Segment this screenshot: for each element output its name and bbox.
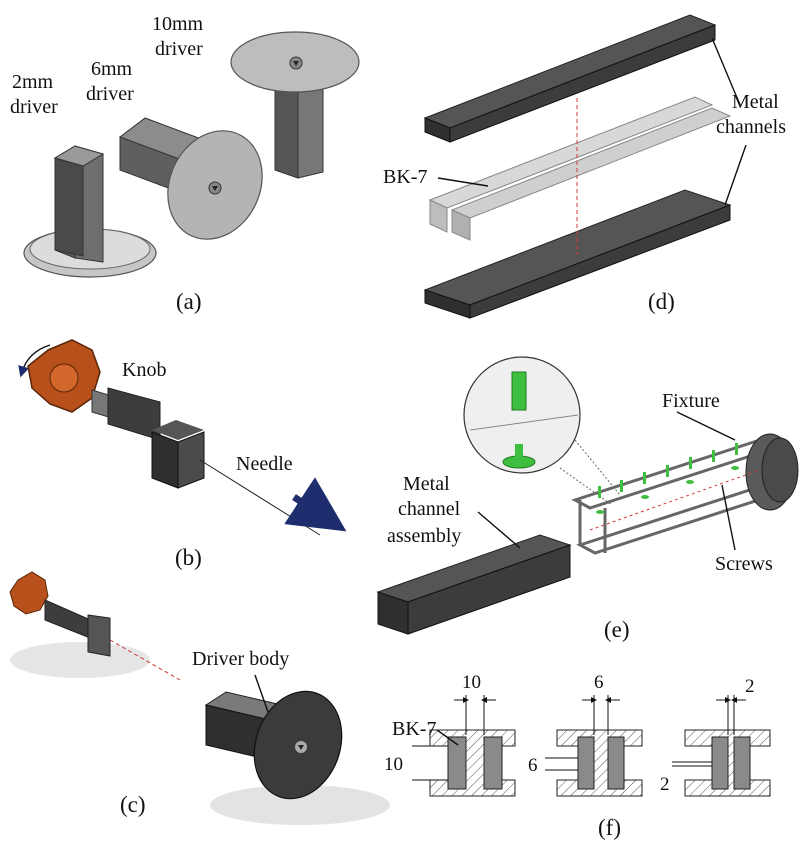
label-2mm-line1: 2mm xyxy=(12,71,54,93)
top-channel-drawing xyxy=(423,14,717,143)
shadow-small xyxy=(10,642,150,678)
shadow-driver xyxy=(210,785,390,825)
panel-d: BK-7 Metal channels (d) xyxy=(383,14,786,319)
label-10mm-line1: 10mm xyxy=(152,13,204,35)
label-assembly-line3: assembly xyxy=(387,525,461,547)
panel-b-caption: (b) xyxy=(175,545,202,570)
dim-width-6: 6 xyxy=(594,672,604,693)
dim-width-10: 10 xyxy=(462,672,481,693)
bk7-leader-d xyxy=(437,177,489,187)
metal-channels-leader-bottom xyxy=(724,144,747,206)
dim-height-10: 10 xyxy=(384,754,403,775)
panel-b: Knob Needle (b) xyxy=(18,339,347,570)
label-metal-channels-line2: channels xyxy=(716,116,786,138)
label-metal-channels-line1: Metal xyxy=(732,91,779,113)
driver-10mm-drawing xyxy=(230,31,360,179)
section-6 xyxy=(545,695,643,797)
label-knob: Knob xyxy=(122,359,166,381)
metal-channels-leader-top xyxy=(711,37,741,106)
fixture-leader xyxy=(676,411,736,441)
panel-f: 10 10 BK-7 6 6 2 xyxy=(384,672,771,840)
dim-height-2: 2 xyxy=(660,774,670,795)
rotate-arrow xyxy=(18,344,51,378)
label-bk7-d: BK-7 xyxy=(383,166,427,188)
driver-2mm-drawing xyxy=(23,145,157,278)
panel-c: Driver body (c) xyxy=(9,571,390,825)
panel-a: 2mm driver 6mm driver 10mm driver (a) xyxy=(10,13,360,314)
panel-f-caption: (f) xyxy=(598,815,621,840)
label-fixture: Fixture xyxy=(662,390,720,412)
panel-e: Fixture Screws Metal channel assembly (e… xyxy=(376,356,799,642)
plate-small xyxy=(87,614,111,657)
dim-height-6: 6 xyxy=(528,755,538,776)
screws-drawing xyxy=(596,443,739,514)
label-2mm-line2: driver xyxy=(10,96,58,118)
panel-c-caption: (c) xyxy=(120,792,146,817)
panel-a-caption: (a) xyxy=(176,289,202,314)
section-2 xyxy=(672,695,771,797)
label-assembly-line1: Metal xyxy=(403,473,450,495)
zoom-inset xyxy=(463,356,581,474)
label-driver-body: Driver body xyxy=(192,648,289,670)
label-10mm-line2: driver xyxy=(155,38,203,60)
zoom-line-2 xyxy=(559,467,613,506)
knob-drawing xyxy=(27,339,101,413)
label-bk7-f: BK-7 xyxy=(392,718,436,740)
label-screws: Screws xyxy=(715,553,773,575)
panel-e-caption: (e) xyxy=(604,617,630,642)
label-assembly-line2: channel xyxy=(398,498,461,520)
fixture-drawing xyxy=(571,433,799,555)
label-6mm-line1: 6mm xyxy=(91,58,133,80)
dim-width-2: 2 xyxy=(745,676,755,697)
driver-6mm-drawing xyxy=(118,117,263,240)
label-needle: Needle xyxy=(236,453,293,475)
screws-leader xyxy=(721,484,736,551)
bk7-leader-f xyxy=(436,729,459,746)
needle-driver-shaft-drawing xyxy=(91,387,205,489)
knob-small-drawing xyxy=(9,571,49,615)
panel-d-caption: (d) xyxy=(648,289,675,314)
driver-body-leader xyxy=(254,674,269,713)
assembly-leader xyxy=(477,511,521,549)
metal-channel-assembly-drawing xyxy=(376,534,572,635)
section-10 xyxy=(412,695,516,797)
label-6mm-line2: driver xyxy=(86,83,134,105)
push-arrow xyxy=(284,477,347,532)
driver-body-drawing xyxy=(204,690,343,800)
bk7-glass-drawing xyxy=(428,96,732,241)
